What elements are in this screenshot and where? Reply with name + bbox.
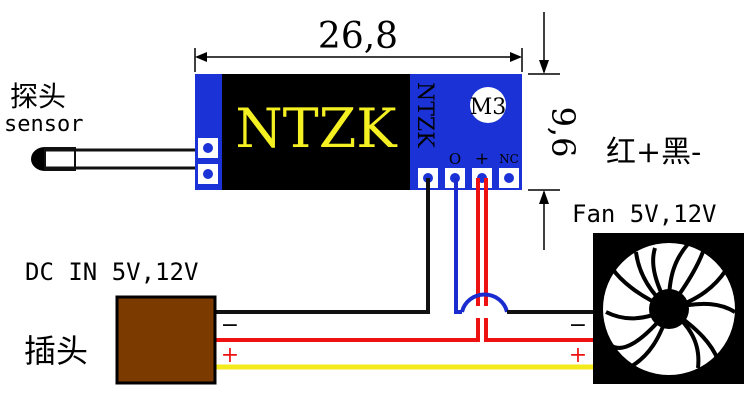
dc-in-label: DC IN 5V,12V bbox=[25, 258, 198, 286]
ntzk-module-board: NTZK NTZK M3 O + NC bbox=[195, 74, 522, 190]
dc-plug: − + bbox=[115, 295, 239, 385]
sensor-probe: 探头 sensor bbox=[4, 80, 195, 171]
plug-plus-sign: + bbox=[221, 343, 239, 368]
m3-label: M3 bbox=[470, 95, 507, 120]
wire-red-positive-right bbox=[484, 188, 595, 342]
sensor-label-cn: 探头 bbox=[10, 80, 66, 113]
fan-label: Fan 5V,12V bbox=[572, 200, 717, 228]
dimension-width-label: 26,8 bbox=[318, 16, 398, 57]
dimension-height-label: 9,6 bbox=[544, 107, 582, 158]
board-brand-label: NTZK bbox=[235, 97, 398, 160]
plug-label: 插头 bbox=[24, 332, 88, 370]
polarity-note: 红+黑- bbox=[606, 135, 701, 170]
fan-plus-sign: + bbox=[569, 343, 587, 368]
plug-minus-sign: − bbox=[221, 313, 239, 338]
board-side-label: NTZK bbox=[412, 82, 437, 148]
sensor-label-en: sensor bbox=[4, 112, 83, 137]
wire-black-ground bbox=[215, 188, 430, 314]
pin-nc-label: NC bbox=[499, 152, 519, 166]
m3-screw-hole bbox=[470, 87, 506, 123]
board-black-face bbox=[222, 74, 410, 190]
pin-plus-label: + bbox=[475, 149, 489, 169]
fan-icon: − + bbox=[569, 233, 744, 384]
height-dimension: 9,6 bbox=[528, 12, 582, 250]
fan-minus-sign: − bbox=[569, 313, 587, 338]
pin-out-label: O bbox=[449, 150, 461, 168]
wire-red-positive-left bbox=[215, 188, 480, 342]
width-dimension: 26,8 bbox=[194, 16, 523, 72]
